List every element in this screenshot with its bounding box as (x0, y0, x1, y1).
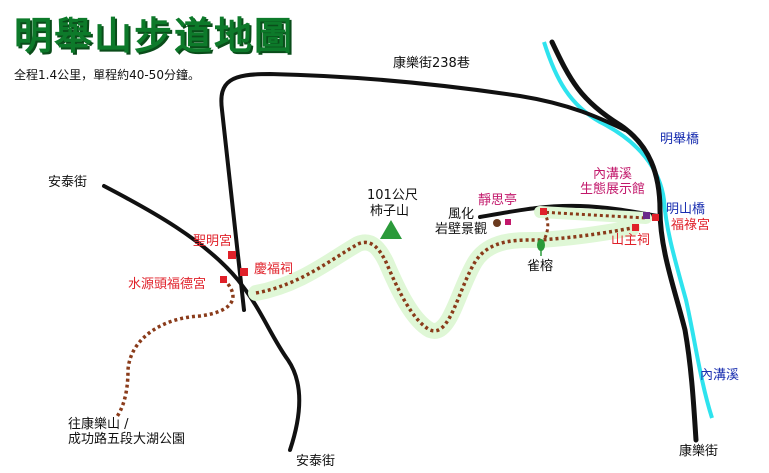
road-label-kangle-bottom: 康樂街 (679, 444, 719, 459)
temple-label-shanzhu: 山主祠 (611, 233, 651, 248)
fulu-temple-marker (652, 214, 659, 221)
destination-label: 往康樂山 / 成功路五段大湖公園 (68, 417, 186, 447)
kangle-238-lane (219, 71, 627, 312)
road-label-antai-top: 安泰街 (48, 175, 88, 190)
shengming-temple-marker (228, 251, 236, 259)
landmark-label-jingsi: 靜思亭 (478, 193, 518, 208)
ecology-hall-marker (643, 212, 650, 219)
kangle-street (549, 39, 699, 443)
road-label-antai-bottom: 安泰街 (296, 454, 336, 469)
shanzhu-temple-marker (632, 224, 639, 231)
landmark-label-ecology-hall: 內溝溪 生態展示館 (580, 167, 646, 197)
trail-highlight (248, 220, 640, 339)
bridge-label-mingshan: 明山橋 (666, 202, 706, 217)
shuiyuantou-temple-marker (220, 276, 227, 283)
neigou-river (542, 41, 714, 419)
landmark-label-fenghua: 風化 岩壁景觀 (435, 207, 488, 237)
temple-label-shuiyuantou: 水源頭福德宮 (128, 277, 207, 292)
jingsi-pavilion-marker (505, 219, 511, 225)
landmark-label-queyong: 雀榕 (527, 259, 554, 274)
peak-triangle-icon (380, 220, 402, 239)
temple-label-shengming: 聖明宮 (193, 234, 233, 249)
rock-wall-icon (493, 219, 501, 227)
temple-label-fulu: 福祿宮 (671, 218, 711, 233)
qingfu-temple-marker (240, 268, 248, 276)
map-subtitle: 全程1.4公里，單程約40-50分鐘。 (14, 68, 200, 82)
river-label-neigou: 內溝溪 (700, 368, 740, 383)
southwest-trail (114, 282, 235, 420)
antai-street (102, 184, 302, 452)
peak-name-label: 柿子山 (370, 204, 410, 219)
bridge-label-mingju: 明舉橋 (660, 132, 700, 147)
temple-label-qingfu: 慶福祠 (254, 262, 294, 277)
road-label-kangle-238: 康樂街238巷 (393, 56, 470, 71)
trail-highlight-upper (534, 206, 652, 224)
banyan-tree-icon (537, 239, 545, 251)
peak-height-label: 101公尺 (367, 188, 418, 203)
jingsi-red-marker (540, 208, 547, 215)
map-title: 明舉山步道地圖 (14, 14, 295, 58)
